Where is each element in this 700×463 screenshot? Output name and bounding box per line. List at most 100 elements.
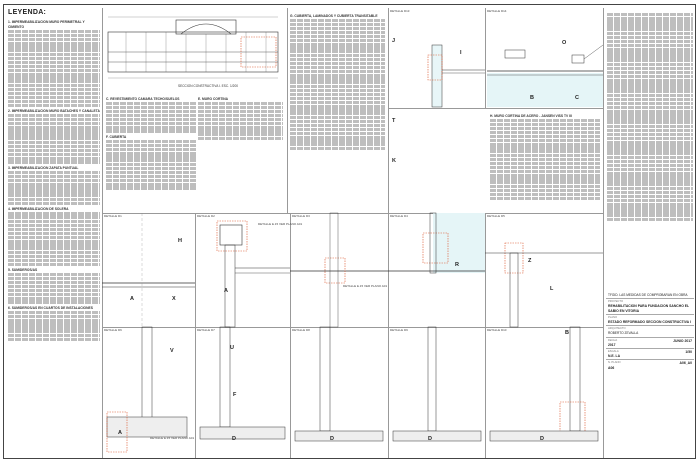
callout-letter: B	[565, 330, 569, 336]
callout-letter: U	[230, 345, 234, 351]
detail-d13-drawing	[427, 44, 485, 108]
callout-letter: I	[460, 50, 462, 56]
reference-note: DETALLE E.15 VER PLANO A01	[258, 222, 303, 226]
legend-heading: CUBIERTA	[109, 134, 127, 139]
callout-letter: D	[330, 436, 334, 442]
plan-number-label: N. PLANO	[608, 361, 621, 365]
detail-label: DETALLE D1	[104, 214, 122, 218]
legend-heading: SUMIDEROS/AS	[11, 267, 38, 272]
detail-d5-drawing	[485, 242, 603, 328]
detail-label: DETALLE D6	[104, 328, 122, 332]
detail-label: DETALLE D5	[487, 214, 505, 218]
legend-heading: SUMIDEROS/AS EN CUARTOS DE INSTALACIONES	[11, 305, 93, 310]
constructive-section-drawing	[107, 16, 279, 79]
plan-value: ESTADO REFORMADO SECCION CONSTRUCTIVA I	[608, 320, 691, 325]
detail-label: DETALLE D7	[197, 328, 215, 332]
legend-code: 2	[8, 108, 10, 113]
callout-letter: L	[550, 286, 554, 292]
detail-label: DETALLE D10	[487, 328, 507, 332]
detail-d7-drawing	[199, 326, 286, 440]
detail-d9-drawing	[392, 326, 482, 442]
legend-heading: IMPERMEABILIZACION DE SOLERA	[11, 207, 69, 212]
legend-heading: IMPERMEABILIZACION MURO BATACHES Y CANAL…	[11, 108, 100, 113]
legend-column-1: 1. IMPERMEABILIZACION MURO PERIMETRAL Y …	[8, 18, 100, 342]
legend-code: C	[106, 97, 109, 101]
title-block: TFGID. LAS MEDIDAS DE COMPROBARAN EN OBR…	[606, 292, 694, 458]
callout-letter: X	[172, 296, 176, 302]
callout-letter: J	[392, 38, 396, 44]
legend-heading: REVESTIMIENTO CAMARA TECHO/SUELOS	[110, 97, 180, 101]
callout-letter: Z	[528, 258, 532, 264]
legend-code: H	[490, 114, 493, 118]
legend-code: 5	[8, 267, 10, 272]
callout-letter: A	[118, 430, 122, 436]
detail-label: DETALLE D2	[197, 214, 215, 218]
legend-column-6	[607, 12, 693, 222]
code-value: N.E. LA	[608, 354, 621, 359]
detail-label: DETALLE D8	[292, 328, 310, 332]
plan-label: PLANO	[608, 315, 618, 319]
callout-letter: F	[233, 392, 237, 398]
detail-label: DETALLE D9	[390, 328, 408, 332]
architect-value: ROBERTO ZEVALLA	[608, 331, 639, 336]
legend-code: G	[290, 14, 293, 18]
callout-letter: A	[224, 288, 228, 294]
legend-heading: MURO CORTINA DE ACERO - JANSEN VISS TV I…	[494, 114, 572, 118]
section-caption: SECCION CONSTRUCTIVA I. ESC. 1/200	[178, 84, 238, 88]
legend-column-4: G. CUBIERTA, LAMINADOS Y CUBIERTA TRANSI…	[290, 12, 385, 151]
legend-code: 3	[8, 165, 10, 170]
callout-letter: K	[392, 158, 396, 164]
callout-letter: D	[540, 436, 544, 442]
detail-d14-drawing	[487, 44, 604, 107]
legend-code: F	[106, 134, 108, 139]
project-value: REHABILITACION PARA FUNDACION SANCHO EL …	[608, 304, 690, 313]
legend-title: LEYENDA:	[8, 9, 47, 16]
reference-note: DETALLE E.15 VER PLANO A01	[343, 284, 388, 288]
callout-letter: D	[428, 436, 432, 442]
legend-code: 4	[8, 207, 10, 212]
legend-heading: IMPERMEABILIZACION ZAPATA PUNTUAL	[11, 165, 79, 170]
scale-value: 1/50	[685, 350, 692, 355]
callout-letter: B	[530, 95, 534, 101]
callout-letter: O	[562, 40, 567, 46]
detail-d2-drawing	[216, 220, 290, 328]
callout-letter: C	[575, 95, 579, 101]
detail-d1-drawing	[102, 213, 195, 327]
callout-letter: V	[170, 348, 174, 354]
sheet-frame	[3, 4, 696, 459]
project-label: PROYECTO	[608, 300, 624, 304]
year-value: 2017	[608, 342, 616, 347]
detail-d6-drawing	[106, 326, 188, 453]
legend-heading: IMPERMEABILIZACION MURO PERIMETRAL Y CIM…	[8, 20, 85, 29]
callout-letter: D	[232, 436, 236, 442]
legend-heading: CUBIERTA, LAMINADOS Y CUBIERTA TRANSITAB…	[294, 14, 378, 18]
detail-d8-drawing	[294, 326, 384, 442]
legend-heading: MURO CORTINA	[202, 97, 229, 101]
reference-note: DETALLE E.15 VER PLANO A01	[150, 436, 195, 440]
detail-d10-drawing	[489, 326, 599, 442]
legend-column-2: C. REVESTIMIENTO CAMARA TECHO/SUELOS F. …	[106, 95, 196, 190]
detail-label: DETALLE D4	[390, 214, 408, 218]
legend-code: E	[198, 97, 201, 101]
detail-label: DETALLE D14	[487, 9, 507, 13]
callout-letter: R	[455, 262, 459, 268]
plan-number-value: A06	[608, 365, 615, 370]
legend-code: 6	[8, 305, 10, 310]
detail-label: DETALLE D13	[390, 9, 410, 13]
date-value: JUNIO 2017	[673, 338, 692, 343]
detail-d4-drawing	[388, 212, 485, 274]
date-label: FECHA	[608, 338, 618, 342]
sheet-number-value: A06_A0	[679, 361, 692, 366]
scale-label: ESCALA	[608, 350, 619, 354]
legend-column-3: E. MURO CORTINA	[198, 95, 283, 141]
callout-letter: T	[392, 118, 396, 124]
callout-letter: H	[178, 238, 182, 244]
title-block-header: TFGID. LAS MEDIDAS DE COMPROBARAN EN OBR…	[606, 292, 694, 300]
detail-label: DETALLE D3	[292, 214, 310, 218]
legend-column-5: H. MURO CORTINA DE ACERO - JANSEN VISS T…	[490, 112, 600, 201]
architect-label: ARQUITECTO	[608, 327, 626, 331]
legend-code: 1	[8, 20, 10, 24]
callout-letter: A	[130, 296, 134, 302]
detail-d3-drawing	[290, 212, 388, 328]
